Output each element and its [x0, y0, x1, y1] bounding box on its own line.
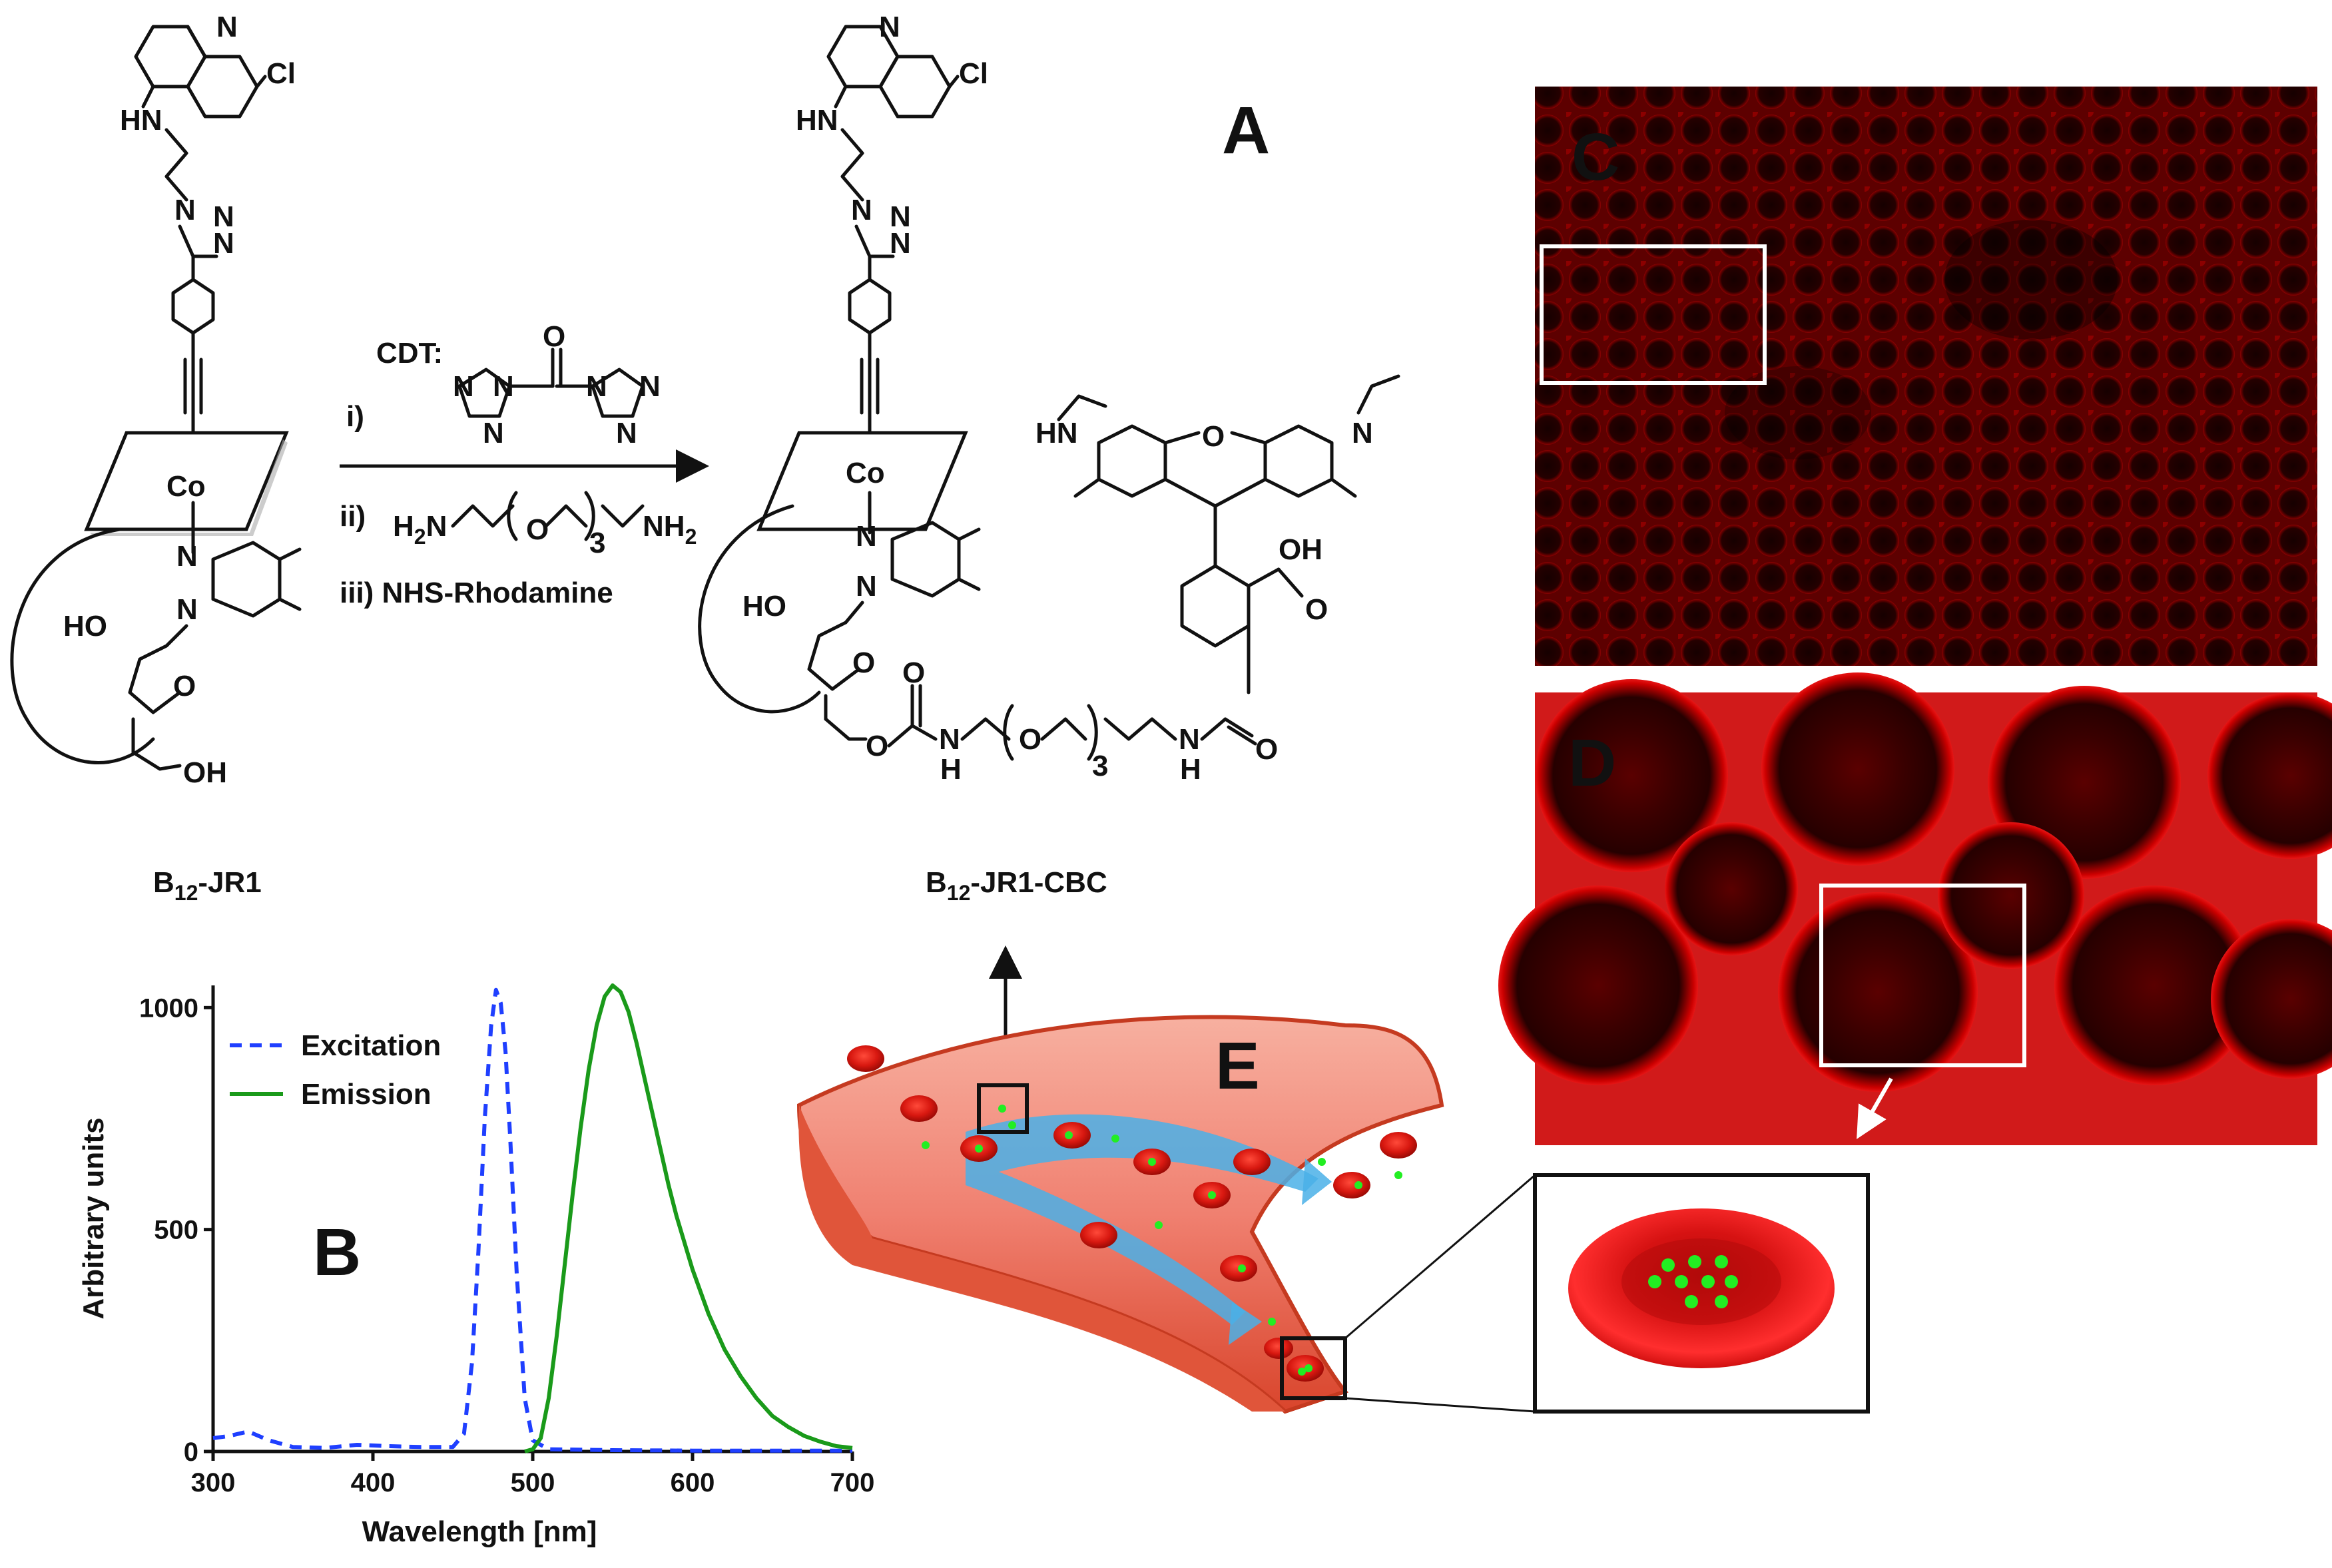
atom-n-bzim-right: N: [856, 520, 877, 553]
x-tick-label-3: 600: [671, 1468, 715, 1497]
atom-o-xanthene: O: [1202, 420, 1225, 453]
panel-d-micrograph: D: [1498, 672, 2332, 1145]
atom-oh-left: OH: [183, 756, 227, 789]
legend-excitation-label: Excitation: [301, 1029, 441, 1062]
y-tick-label-2: 1000: [139, 993, 198, 1023]
panel-e-box-bottom: [1280, 1336, 1347, 1400]
panel-label-b: B: [313, 1215, 361, 1290]
atom-n-triazole-left: N: [174, 194, 196, 226]
right-dmb-ribose: N N HO O O O N H O 3 N H: [742, 520, 1278, 786]
y-tick-label-1: 500: [154, 1216, 198, 1245]
atom-n3-triazole-right: N: [890, 227, 911, 260]
atom-oh-carboxyl: OH: [1279, 533, 1322, 566]
atom-o-carboxyl: O: [1305, 593, 1328, 626]
panel-d-zoom-box: [1819, 884, 2026, 1067]
right-compound-name: B12-JR1-CBC: [926, 866, 1107, 905]
atom-n2-bzim-left: N: [176, 593, 198, 626]
atom-n3-triazole-left: N: [213, 227, 234, 260]
reaction-conditions: CDT: i) O N N N N N N ii) H2N O 3: [340, 320, 709, 609]
panel-a-scheme: N Cl HN N N N Co N N: [10, 11, 1400, 905]
atom-n-cdt-4: N: [586, 370, 607, 403]
atom-hn-rhodamine: HN: [1035, 417, 1078, 449]
zoom-line-lower: [1344, 1397, 1536, 1413]
atom-o-peg-product: O: [1019, 723, 1041, 756]
panel-d-arrow: [1857, 1077, 1893, 1139]
atom-cl-left: Cl: [266, 57, 296, 90]
atom-co-left: Co: [166, 470, 206, 503]
legend-emission-label: Emission: [301, 1078, 432, 1111]
compound-left-name: B12-JR1: [153, 866, 262, 905]
left-dmb-ribose: N N HO O OH: [63, 540, 302, 789]
x-tick-label-0: 300: [191, 1468, 236, 1497]
atom-cl-right: Cl: [959, 57, 988, 90]
atom-n-rhodamine: N: [1352, 417, 1373, 449]
step-2-label: ii): [340, 500, 366, 533]
atom-n-cdt-1: N: [453, 370, 474, 403]
atom-n-bzim-left: N: [176, 540, 198, 573]
atom-n2-bzim-right: N: [856, 570, 877, 603]
left-quinoline: N Cl HN N N N: [120, 11, 296, 435]
atom-n-quinoline-left: N: [216, 11, 238, 43]
atom-o-cdt: O: [543, 320, 565, 353]
atom-o-peg-reagent: O: [526, 513, 549, 546]
x-axis-label: Wavelength [nm]: [362, 1515, 597, 1548]
y-tick-label-0: 0: [184, 1437, 198, 1467]
right-quinoline: N Cl HN N N N: [796, 11, 988, 435]
rhodamine: HN O N OH O: [1035, 374, 1400, 694]
panel-e-inset-cell: [1533, 1173, 1870, 1414]
atom-n-cdt-2: N: [493, 370, 514, 403]
panel-label-e: E: [1215, 1029, 1260, 1103]
x-tick-label-1: 400: [351, 1468, 396, 1497]
atom-o-amide: O: [1255, 733, 1278, 766]
atom-o-carbamate: O: [866, 730, 888, 762]
left-corrin: Co: [10, 431, 289, 765]
x-tick-label-2: 500: [511, 1468, 555, 1497]
atom-n-cdt-6: N: [616, 417, 637, 449]
atom-hn-right: HN: [796, 104, 838, 136]
atom-o-ribose-right: O: [852, 647, 875, 679]
reagent-cdt-label: CDT:: [376, 337, 443, 370]
atom-co-right: Co: [846, 457, 885, 489]
atom-n2-triazole-left: N: [213, 200, 234, 233]
atom-n-cdt-5: N: [639, 370, 661, 403]
atom-o-carbonyl-1: O: [902, 656, 925, 689]
blood-flow-arrows: [966, 1114, 1318, 1325]
panel-label-c: C: [1572, 120, 1619, 194]
compound-right-name: B12-JR1-CBC: [926, 866, 1107, 905]
atom-n-quinoline-right: N: [879, 11, 900, 43]
panel-c-zoom-box: [1540, 244, 1767, 385]
vessel-wall-lower: [798, 1105, 1285, 1412]
atom-h-carbamate: H: [940, 753, 962, 786]
diamine-h2n: H2N: [393, 510, 447, 549]
repeat-3-product: 3: [1092, 750, 1108, 782]
atom-ho-right: HO: [742, 590, 786, 623]
panel-label-d: D: [1568, 726, 1616, 800]
panel-label-a: A: [1222, 93, 1270, 168]
atom-h-amide: H: [1180, 753, 1201, 786]
panel-e-box-top: [977, 1083, 1029, 1134]
spectra-chart: 300 400 500 600 700 0 500 1000: [139, 983, 875, 1497]
panel-c-micrograph: C: [1535, 87, 2317, 666]
x-tick-label-4: 700: [830, 1468, 875, 1497]
panel-b-chart: 300 400 500 600 700 0 500 1000 B Wavelength [nm…: [77, 983, 875, 1548]
step-3-label: iii) NHS-Rhodamine: [340, 577, 613, 609]
y-axis-label: Arbitrary units: [77, 1117, 110, 1319]
diamine-nh2: NH2: [643, 510, 697, 549]
step-1-label: i): [346, 400, 364, 433]
repeat-3-reagent: 3: [589, 527, 605, 559]
right-corrin: Co: [698, 431, 968, 714]
atom-n2-triazole-right: N: [890, 200, 911, 233]
atom-n-amide: N: [1179, 723, 1200, 756]
series-line-emission: [524, 983, 853, 1453]
atom-o-ribose-left: O: [173, 670, 196, 702]
atom-n-carbamate: N: [939, 723, 960, 756]
atom-n-triazole-right: N: [851, 194, 872, 226]
atom-hn-left: HN: [120, 104, 162, 136]
left-compound-name: B12-JR1: [153, 866, 262, 905]
panel-e-illustration: E: [796, 945, 1536, 1414]
zoom-line-upper: [1344, 1174, 1536, 1340]
atom-n-cdt-3: N: [483, 417, 504, 449]
atom-ho-left: HO: [63, 610, 107, 643]
